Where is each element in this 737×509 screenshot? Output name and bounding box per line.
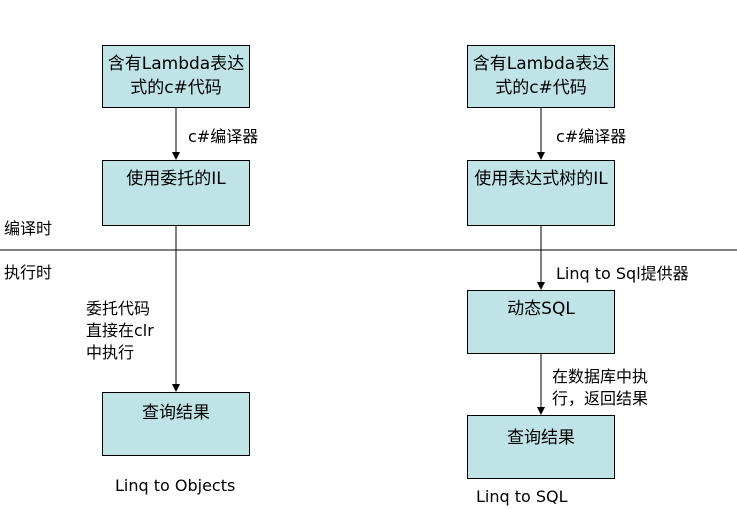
right-db-line-1: 在数据库中执 — [552, 367, 649, 386]
right-result-box: 查询结果 — [467, 415, 615, 479]
left-result-box: 查询结果 — [102, 392, 250, 456]
right-result-text: 查询结果 — [507, 428, 575, 448]
phase-runtime-label: 执行时 — [4, 263, 53, 282]
right-source-box: 含有Lambda表达式的c#代码 — [467, 45, 615, 108]
left-result-text: 查询结果 — [142, 403, 210, 423]
left-execute-label: 委托代码 直接在clr 中执行 — [86, 298, 154, 364]
left-execute-line-2: 直接在clr — [86, 321, 154, 340]
right-db-line-2: 行，返回结果 — [552, 389, 649, 408]
left-il-text: 使用委托的IL — [126, 169, 226, 189]
right-il-text: 使用表达式树的IL — [474, 169, 608, 189]
phase-compile-label: 编译时 — [4, 219, 53, 238]
right-compiler-label: c#编译器 — [556, 127, 627, 146]
left-caption: Linq to Objects — [115, 476, 236, 495]
right-db-label: 在数据库中执 行，返回结果 — [552, 366, 648, 410]
left-execute-line-3: 中执行 — [86, 343, 135, 362]
left-source-box: 含有Lambda表达式的c#代码 — [102, 45, 250, 108]
right-provider-label: Linq to Sql提供器 — [556, 264, 689, 283]
right-sql-text: 动态SQL — [507, 299, 575, 319]
left-compiler-label: c#编译器 — [188, 127, 259, 146]
left-il-box: 使用委托的IL — [102, 160, 250, 226]
right-il-box: 使用表达式树的IL — [467, 160, 615, 226]
right-caption: Linq to SQL — [476, 487, 568, 506]
right-source-text: 含有Lambda表达式的c#代码 — [472, 54, 610, 98]
right-sql-box: 动态SQL — [467, 290, 615, 354]
left-execute-line-1: 委托代码 — [86, 299, 151, 318]
left-source-text: 含有Lambda表达式的c#代码 — [107, 54, 245, 98]
